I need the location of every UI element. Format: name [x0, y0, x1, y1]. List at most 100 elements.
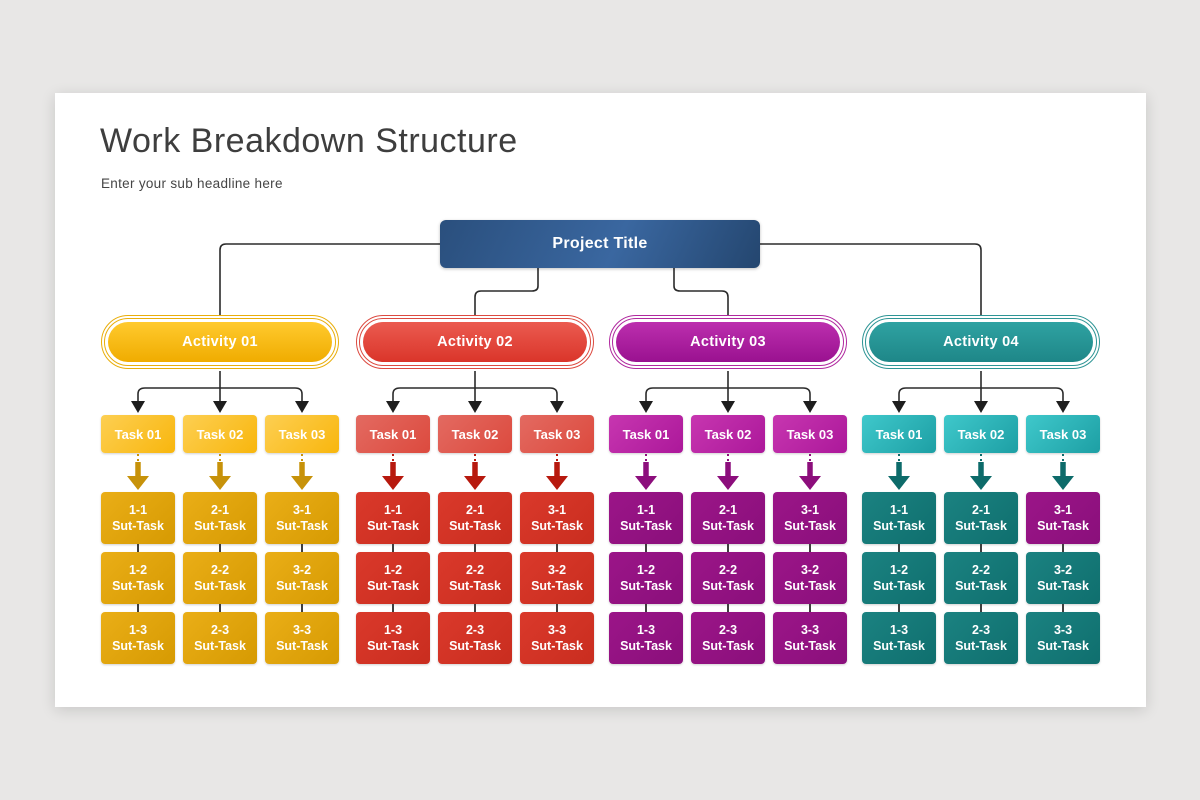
- subtask-number: 2-1: [210, 503, 230, 517]
- task-box: Task 02: [183, 415, 257, 453]
- task-arrow-icon: [127, 454, 149, 490]
- subtask-number: 2-1: [718, 503, 738, 517]
- task-box: Task 03: [1026, 415, 1100, 453]
- subtask-label: Sut-Task: [531, 519, 583, 533]
- activity-pill: Activity 04: [862, 315, 1100, 369]
- subtask-row-connector: [809, 544, 811, 552]
- subtask-number: 3-2: [1053, 563, 1073, 577]
- subtask-number: 1-1: [383, 503, 403, 517]
- subtask-label: Sut-Task: [449, 579, 501, 593]
- subtask-label: Sut-Task: [955, 579, 1007, 593]
- subtask-row-connector: [980, 544, 982, 552]
- activity-pill: Activity 03: [609, 315, 847, 369]
- subtask-row-connector: [727, 544, 729, 552]
- slide-card: [55, 93, 1146, 707]
- subtask-number: 2-3: [465, 623, 485, 637]
- task-arrow-icon: [888, 454, 910, 490]
- subtask-number: 3-1: [800, 503, 820, 517]
- subtask-number: 1-2: [636, 563, 656, 577]
- subtask-label: Sut-Task: [367, 519, 419, 533]
- subtask-row-connector: [1062, 544, 1064, 552]
- subtask-number: 1-3: [383, 623, 403, 637]
- subtask-number: 3-2: [292, 563, 312, 577]
- subtask-label: Sut-Task: [955, 519, 1007, 533]
- subtask-row-connector: [392, 604, 394, 612]
- subtask-number: 1-1: [128, 503, 148, 517]
- activity-pill-label: Activity 04: [869, 322, 1093, 362]
- subtask-label: Sut-Task: [873, 579, 925, 593]
- subtask-label: Sut-Task: [112, 639, 164, 653]
- subtask-row-connector: [301, 604, 303, 612]
- subtask-row-connector: [137, 544, 139, 552]
- subtask-label: Sut-Task: [276, 639, 328, 653]
- subtask-label: Sut-Task: [531, 579, 583, 593]
- subtask-number: 2-1: [971, 503, 991, 517]
- subtask-number: 2-1: [465, 503, 485, 517]
- subtask-number: 3-1: [1053, 503, 1073, 517]
- subtask-number: 2-3: [210, 623, 230, 637]
- task-arrow-icon: [635, 454, 657, 490]
- subtask-label: Sut-Task: [620, 639, 672, 653]
- subtask-number: 2-3: [718, 623, 738, 637]
- slide-title: Work Breakdown Structure: [100, 122, 518, 160]
- subtask-row-connector: [645, 544, 647, 552]
- task-arrow-icon: [1052, 454, 1074, 490]
- subtask-number: 3-3: [547, 623, 567, 637]
- activity-pill-label: Activity 01: [108, 322, 332, 362]
- subtask-row-connector: [980, 604, 982, 612]
- subtask-number: 3-3: [292, 623, 312, 637]
- subtask-number: 2-3: [971, 623, 991, 637]
- subtask-label: Sut-Task: [873, 639, 925, 653]
- task-box: Task 01: [356, 415, 430, 453]
- branch-connector: [131, 371, 309, 413]
- subtask-label: Sut-Task: [194, 579, 246, 593]
- subtask-label: Sut-Task: [112, 519, 164, 533]
- subtask-label: Sut-Task: [1037, 579, 1089, 593]
- subtask-number: 3-3: [1053, 623, 1073, 637]
- task-box: Task 01: [609, 415, 683, 453]
- subtask-number: 1-2: [889, 563, 909, 577]
- subtask-number: 1-3: [889, 623, 909, 637]
- subtask-label: Sut-Task: [194, 519, 246, 533]
- subtask-number: 2-2: [971, 563, 991, 577]
- task-box: Task 03: [773, 415, 847, 453]
- subtask-label: Sut-Task: [702, 519, 754, 533]
- subtask-label: Sut-Task: [620, 519, 672, 533]
- subtask-label: Sut-Task: [367, 639, 419, 653]
- subtask-number: 3-3: [800, 623, 820, 637]
- subtask-label: Sut-Task: [873, 519, 925, 533]
- task-arrow-icon: [464, 454, 486, 490]
- subtask-number: 1-3: [128, 623, 148, 637]
- subtask-number: 3-1: [547, 503, 567, 517]
- task-arrow-icon: [382, 454, 404, 490]
- slide-subtitle: Enter your sub headline here: [101, 176, 283, 191]
- activity-pill: Activity 02: [356, 315, 594, 369]
- subtask-row-connector: [137, 604, 139, 612]
- task-arrow-icon: [546, 454, 568, 490]
